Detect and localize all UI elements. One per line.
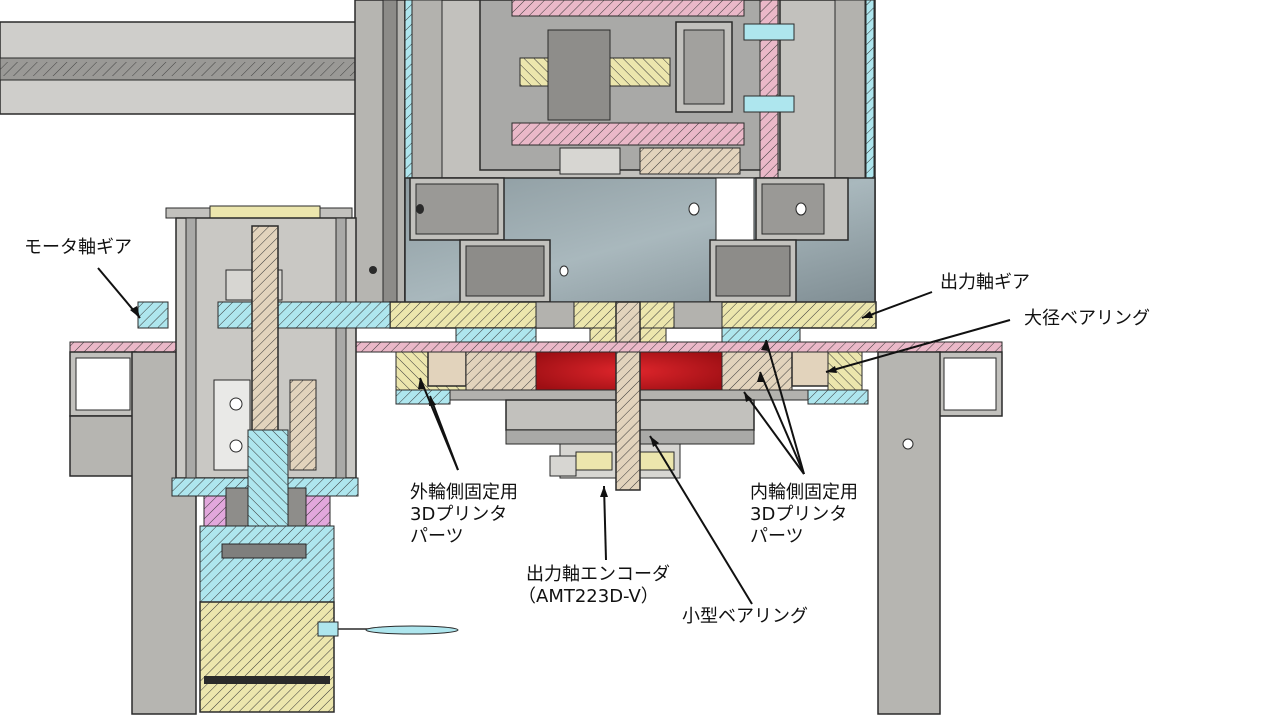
label-large-bearing: 大径ベアリング [1024, 308, 1150, 329]
upper-gearbox [479, 0, 795, 181]
label-motor-gear: モータ軸ギア [24, 237, 132, 258]
label-small-bearing: 小型ベアリング [682, 606, 808, 627]
label-encoder-line-2: （AMT223D-V） [518, 586, 659, 607]
side-frames [69, 341, 1003, 715]
leader-arrowheads [130, 306, 873, 497]
encoder-assembly [505, 301, 755, 491]
linear-rail [0, 21, 381, 115]
label-outer-ring-line-3: パーツ [410, 526, 464, 547]
middle-chassis [404, 177, 876, 307]
bearing-housing [395, 327, 869, 405]
label-output-gear: 出力軸ギア [940, 272, 1030, 293]
label-inner-ring-part: 内輪側固定用 3Dプリンタ パーツ [750, 482, 858, 548]
label-inner-ring-line-3: パーツ [750, 526, 804, 547]
label-inner-ring-line-2: 3Dプリンタ [750, 504, 848, 525]
motor-assembly [137, 205, 459, 713]
label-outer-ring-part: 外輪側固定用 3Dプリンタ パーツ [410, 482, 518, 548]
label-outer-ring-line-1: 外輪側固定用 [410, 482, 518, 503]
leader-lines [97, 267, 1011, 605]
label-inner-ring-line-1: 内輪側固定用 [750, 482, 858, 503]
label-encoder-line-1: 出力軸エンコーダ [526, 564, 670, 585]
label-encoder: 出力軸エンコーダ （AMT223D-V） [518, 564, 670, 608]
label-outer-ring-line-2: 3Dプリンタ [410, 504, 508, 525]
